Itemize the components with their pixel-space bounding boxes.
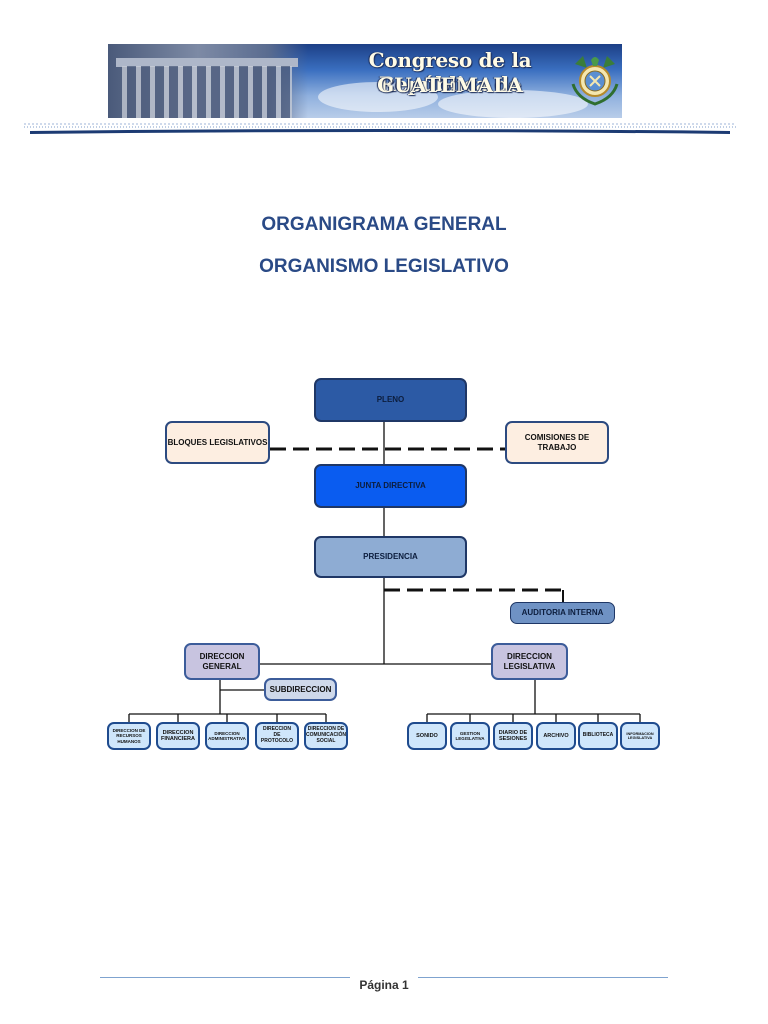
document-title: ORGANIGRAMA GENERAL xyxy=(261,214,507,235)
node-subdireccion: SUBDIRECCION xyxy=(264,678,337,701)
node-diario-de-sesiones: DIARIO DE SESIONES xyxy=(493,722,533,750)
node-direccion-protocolo: DIRECCION DE PROTOCOLO xyxy=(255,722,299,750)
banner-title-line2: GUATEMALA xyxy=(377,73,523,97)
node-auditoria-interna: AUDITORIA INTERNA xyxy=(510,602,615,624)
node-bloques-legislativos: BLOQUES LEGISLATIVOS xyxy=(165,421,270,464)
node-pleno: PLENO xyxy=(314,378,467,422)
document-subtitle: ORGANISMO LEGISLATIVO xyxy=(259,256,509,277)
node-gestion-legislativa: GESTION LEGISLATIVA xyxy=(450,722,490,750)
footer-rule-left xyxy=(100,977,350,978)
node-recursos-humanos: DIRECCION DE RECURSOS HUMANOS xyxy=(107,722,151,750)
node-direccion-legislativa: DIRECCION LEGISLATIVA xyxy=(491,643,568,680)
node-informacion-legislativa: INFORMACION LEGISLATIVA xyxy=(620,722,660,750)
node-direccion-financiera: DIRECCION FINANCIERA xyxy=(156,722,200,750)
node-sonido: SONIDO xyxy=(407,722,447,750)
header-divider xyxy=(24,123,736,134)
node-comunicacion-social: DIRECCION DE COMUNICACIÓN SOCIAL xyxy=(304,722,348,750)
node-comisiones-de-trabajo: COMISIONES DE TRABAJO xyxy=(505,421,609,464)
footer-rule-right xyxy=(418,977,668,978)
page-number: Página 1 xyxy=(359,978,409,992)
node-archivo: ARCHIVO xyxy=(536,722,576,750)
node-presidencia: PRESIDENCIA xyxy=(314,536,467,578)
header-banner: Congreso de la República de GUATEMALA xyxy=(108,44,622,118)
node-direccion-administrativa: DIRECCION ADMINISTRATIVA xyxy=(205,722,249,750)
node-direccion-general: DIRECCION GENERAL xyxy=(184,643,260,680)
node-junta-directiva: JUNTA DIRECTIVA xyxy=(314,464,467,508)
node-biblioteca: BIBLIOTECA xyxy=(578,722,618,750)
connector-lines xyxy=(128,422,641,722)
banner-title-line1: Congreso de la República de xyxy=(368,48,532,96)
org-chart: PLENO BLOQUES LEGISLATIVOS COMISIONES DE… xyxy=(0,360,768,770)
congress-seal-icon xyxy=(571,56,619,106)
